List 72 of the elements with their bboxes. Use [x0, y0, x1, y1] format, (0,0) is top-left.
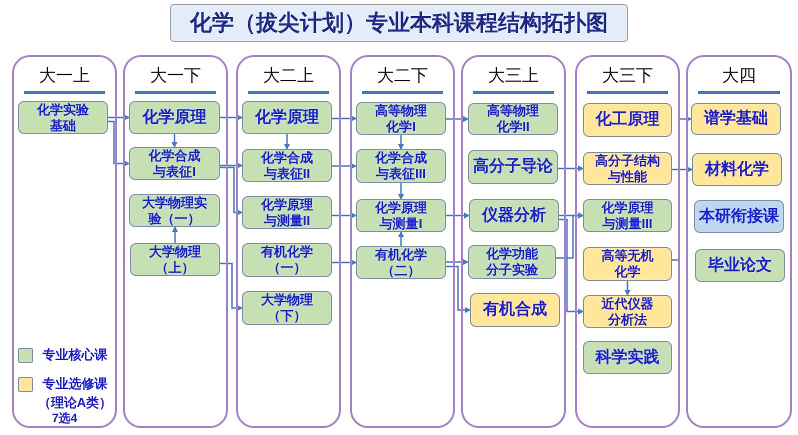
course-box: 化学原理与测量III: [583, 199, 672, 232]
course-box: 高等物理化学I: [356, 102, 446, 135]
course-box: 材料化学: [692, 153, 782, 186]
semester-column: [123, 55, 228, 428]
course-box: 有机化学（二）: [356, 246, 446, 279]
course-box: 化学原理: [129, 101, 220, 134]
arrow: [332, 260, 357, 266]
course-box: 有机合成: [470, 293, 560, 327]
semester-column: [236, 55, 341, 428]
semester-column: [350, 55, 455, 428]
course-box: 化学实验基础: [18, 101, 108, 134]
column-heading: 大三下: [587, 63, 668, 94]
course-box: 高分子导论: [468, 150, 558, 184]
course-box: 高分子结构与性能: [583, 152, 672, 185]
arrow: [446, 212, 470, 218]
column-heading: 大四: [698, 63, 780, 94]
column-heading: 大二下: [362, 63, 443, 94]
arrow: [332, 116, 357, 122]
arrow: [398, 135, 404, 150]
course-box: 化学原理与测量II: [242, 196, 332, 229]
arrow: [172, 226, 178, 243]
arrow: [220, 262, 243, 311]
arrow: [558, 166, 584, 172]
course-box: 科学实践: [583, 341, 672, 374]
course-box: 化工原理: [583, 103, 672, 137]
course-box: 仪器分析: [469, 199, 559, 232]
arrow: [108, 114, 130, 120]
column-heading: 大二上: [248, 63, 329, 94]
course-box: 高等物理化学II: [468, 103, 558, 135]
column-heading: 大一上: [24, 63, 105, 94]
course-box: 大学物理（下）: [242, 291, 332, 325]
column-heading: 大三上: [473, 63, 554, 94]
arrow: [398, 231, 404, 246]
arrow: [556, 212, 584, 259]
course-box: 化学原理: [242, 101, 332, 134]
course-box: 本研衔接课: [694, 200, 784, 233]
arrow: [672, 166, 693, 172]
course-box: 大学物理实验（一）: [129, 194, 220, 227]
semester-column: [12, 55, 117, 428]
course-box: 毕业论文: [695, 249, 785, 282]
arrow: [172, 134, 178, 148]
course-box: 谱学基础: [691, 103, 781, 135]
arrow: [220, 166, 243, 216]
legend-text: 专业核心课: [42, 346, 108, 364]
title-banner: 化学（拔尖计划）专业本科课程结构拓扑图: [170, 4, 628, 42]
course-box: 大学物理（上）: [130, 243, 220, 276]
course-box: 化学功能分子实验: [468, 245, 556, 279]
arrow: [220, 114, 243, 120]
note-text: 7选4: [52, 410, 78, 427]
course-box: 化学原理与测量I: [356, 199, 446, 232]
arrow: [220, 162, 243, 168]
arrow: [559, 218, 584, 314]
course-box: 近代仪器分析法: [583, 295, 672, 328]
arrow: [446, 116, 469, 122]
arrow: [332, 163, 357, 169]
course-box: 化学合成与表征I: [129, 147, 220, 180]
arrow: [332, 212, 357, 218]
arrow: [446, 259, 469, 265]
arrow: [108, 120, 130, 166]
semester-column: [686, 55, 792, 428]
semester-column: [575, 55, 680, 428]
legend-text: 专业选修课（理论A类）: [36, 375, 114, 412]
course-box: 有机化学（一）: [242, 243, 332, 277]
course-box: 化学合成与表征II: [242, 149, 332, 182]
course-box: 高等无机化学: [583, 247, 672, 281]
semester-column: [461, 55, 566, 428]
arrow: [398, 183, 404, 200]
arrow: [624, 281, 630, 296]
arrow: [446, 266, 471, 313]
course-box: 化学合成与表征III: [356, 149, 446, 183]
arrow: [284, 134, 290, 150]
column-heading: 大一下: [135, 63, 216, 94]
